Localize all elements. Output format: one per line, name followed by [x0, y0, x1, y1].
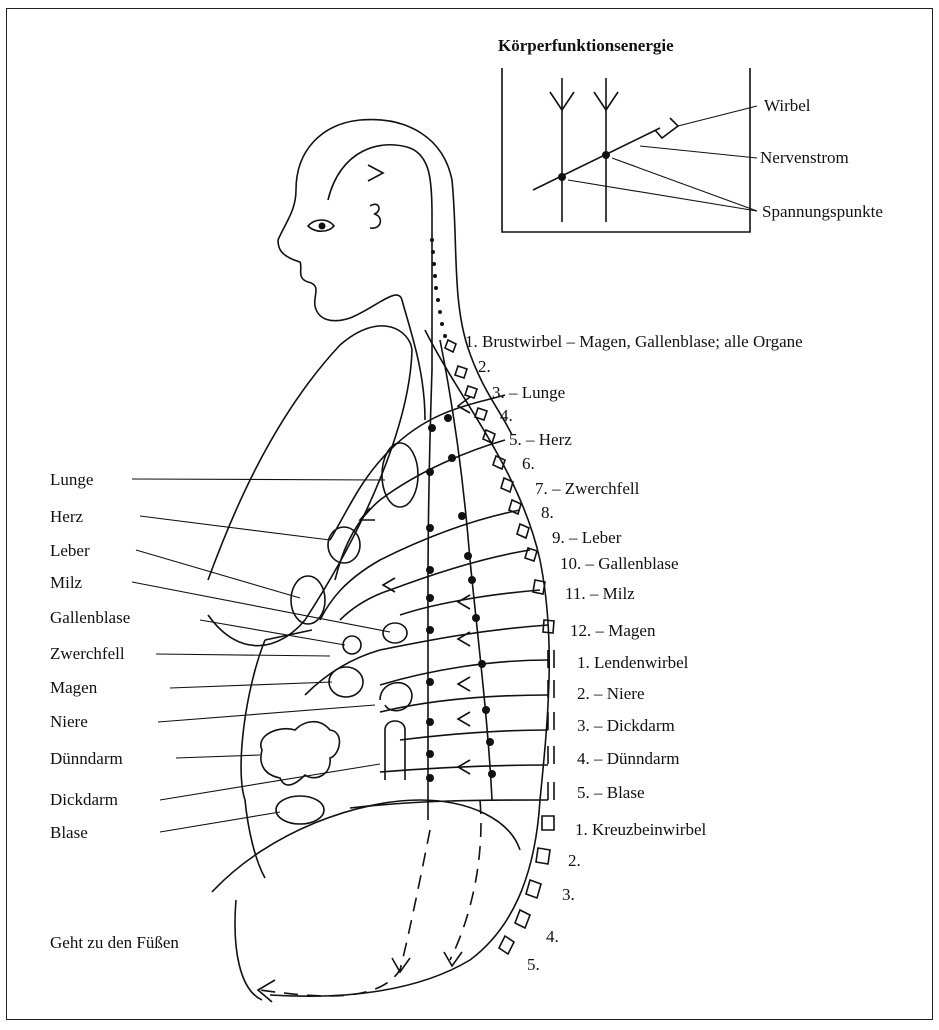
organ-label: Blase — [50, 823, 88, 842]
organ-labels: Lunge Herz Leber Milz Gallenblase Zwerch… — [50, 470, 130, 842]
leader-spannung-2 — [568, 180, 757, 211]
organ-blase — [276, 796, 324, 824]
vertebra-label: 1. Brustwirbel – Magen, Gallenblase; all… — [465, 332, 803, 351]
energy-path-dashed-2 — [450, 800, 481, 960]
organ-herz — [328, 527, 360, 563]
arrow-down-icon — [444, 952, 462, 966]
head-outline — [278, 120, 512, 435]
spinal-cord-line-1 — [428, 215, 432, 820]
energy-path-to-feet — [260, 830, 430, 996]
leader-spannung-1 — [612, 158, 757, 211]
nerve-current-line — [533, 128, 660, 190]
vertebra-label: 4. — [546, 927, 559, 946]
organ-label: Dünndarm — [50, 749, 123, 768]
vertebra-label: 5. – Herz — [509, 430, 572, 449]
arm — [208, 326, 412, 646]
leader-nervenstrom — [640, 146, 757, 158]
vertebra-label: 7. – Zwerchfell — [535, 479, 640, 498]
vertebra-label: 11. – Milz — [565, 584, 635, 603]
inset-diagram: Körperfunktionsenergie Wirbel Nervenstro… — [498, 36, 883, 232]
vertebra-label: 3. – Lunge — [492, 383, 565, 402]
organ-magen — [329, 667, 363, 697]
back-outline — [270, 330, 549, 996]
organs — [261, 443, 418, 824]
organ-label: Leber — [50, 541, 90, 560]
organ-lunge — [382, 443, 418, 507]
tension-point — [602, 151, 610, 159]
footer-label: Geht zu den Füßen — [50, 933, 179, 952]
arrow-right-icon — [368, 165, 383, 181]
organ-label: Magen — [50, 678, 98, 697]
nerve-branches — [305, 395, 548, 808]
inset-box — [502, 68, 750, 232]
ear — [370, 204, 380, 228]
vertebra-label: 3. – Dickdarm — [577, 716, 675, 735]
vertebra-label: 4. — [500, 406, 513, 425]
organ-milz — [383, 623, 407, 643]
organ-label: Herz — [50, 507, 83, 526]
tension-point — [558, 173, 566, 181]
organ-label: Milz — [50, 573, 83, 592]
inset-title: Körperfunktionsenergie — [498, 36, 674, 55]
organ-label: Dickdarm — [50, 790, 118, 809]
label-nervenstrom: Nervenstrom — [760, 148, 849, 167]
vertebra-label: 4. – Dünndarm — [577, 749, 679, 768]
organ-duenndarm — [261, 722, 340, 785]
head-energy-path — [328, 145, 432, 215]
label-spannungspunkte: Spannungspunkte — [762, 202, 883, 221]
organ-label: Gallenblase — [50, 608, 130, 627]
leg-outline — [235, 900, 262, 1000]
vertebra-label: 10. – Gallenblase — [560, 554, 679, 573]
organ-label: Zwerchfell — [50, 644, 125, 663]
organ-leaders — [132, 479, 390, 832]
vertebra-label: 5. – Blase — [577, 783, 645, 802]
pelvis-arc — [212, 800, 520, 892]
vertebra-label: 8. — [541, 503, 554, 522]
organ-label: Niere — [50, 712, 88, 731]
label-wirbel: Wirbel — [764, 96, 811, 115]
organ-gallenblase — [343, 636, 361, 654]
organ-label: Lunge — [50, 470, 93, 489]
vertebra-label: 2. — [568, 851, 581, 870]
vertebra-label: 1. Kreuzbeinwirbel — [575, 820, 707, 839]
eye-pupil — [319, 223, 326, 230]
vertebra-label: 12. – Magen — [570, 621, 656, 640]
organ-niere — [380, 683, 412, 711]
vertebra-label: 6. — [522, 454, 535, 473]
vertebra-label: 9. – Leber — [552, 528, 622, 547]
vertebra-label: 3. — [562, 885, 575, 904]
vertebra-label: 2. – Niere — [577, 684, 645, 703]
leader-wirbel — [678, 106, 757, 126]
vertebra-label: 2. — [478, 357, 491, 376]
vertebra-label: 5. — [527, 955, 540, 974]
vertebra-labels: 1. Brustwirbel – Magen, Gallenblase; all… — [465, 332, 803, 974]
vertebra-label: 1. Lendenwirbel — [577, 653, 689, 672]
